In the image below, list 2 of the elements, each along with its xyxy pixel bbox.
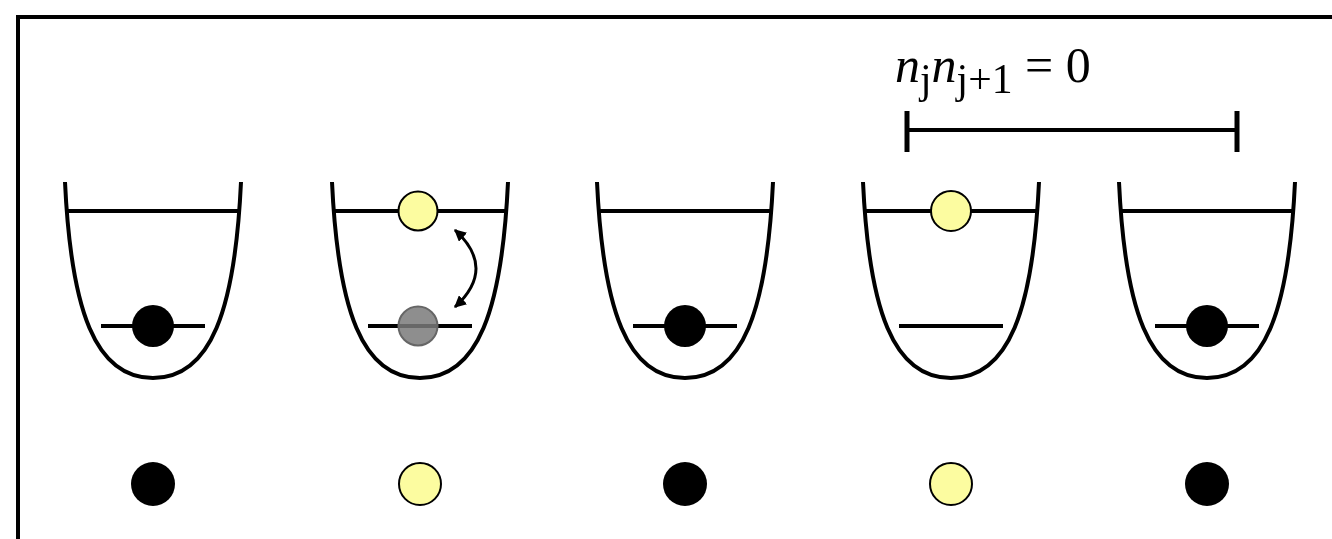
constraint-equation: n$_{j}$n$_{j+1}$ = 0	[895, 40, 1091, 101]
double-arrow	[453, 228, 478, 309]
